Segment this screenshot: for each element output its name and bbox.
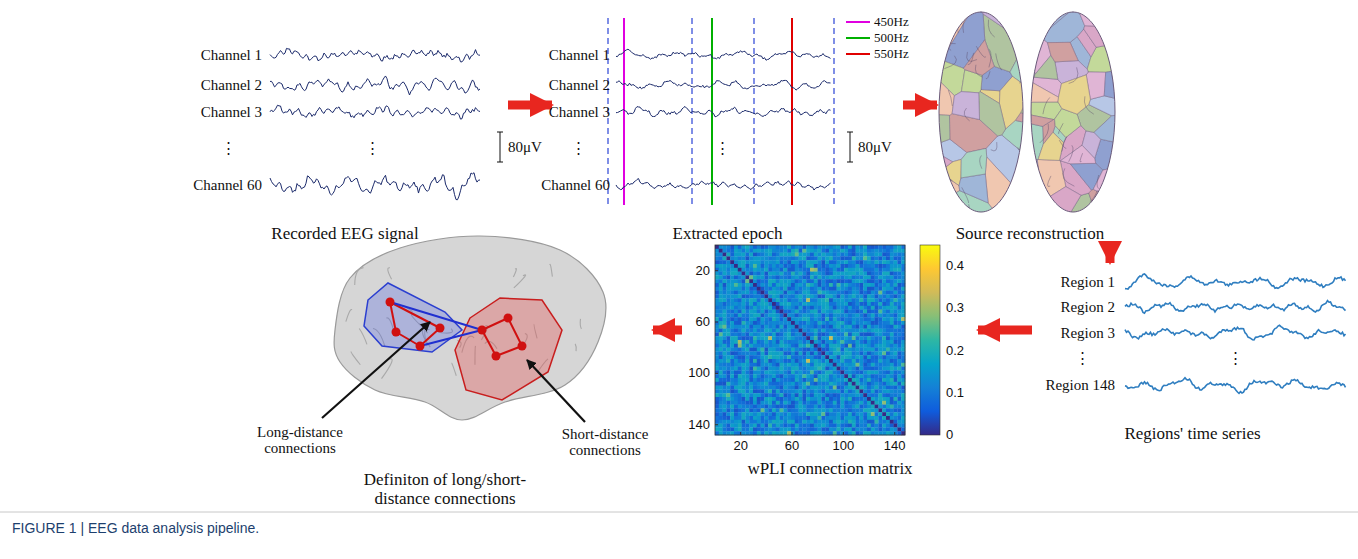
axis-label: 140 [884, 438, 906, 454]
signal-trace [270, 173, 480, 200]
axis-label: 20 [733, 438, 747, 454]
legend-label: 450Hz [874, 14, 909, 30]
axis-label: 80μV [508, 139, 542, 155]
pipeline-panel: wPLI connection matrix [685, 240, 975, 478]
signal-trace [1125, 325, 1346, 340]
scale-bar [497, 132, 503, 162]
flow-arrow [508, 101, 552, 110]
panel-caption: Regions' time series [1063, 424, 1323, 443]
axis-label: Channel 1 [201, 47, 262, 63]
brain-top-view [932, 7, 1122, 221]
panel-caption: Source reconstruction [930, 224, 1130, 243]
pipeline-panel: Definiton of long/short-distance connect… [240, 240, 650, 508]
axis-label: Region 1 [1060, 274, 1115, 290]
legend-sample [846, 21, 870, 23]
axis-label: ⋮ [1075, 350, 1090, 366]
axis-label: 20 [696, 263, 710, 279]
panel-caption: wPLI connection matrix [700, 459, 960, 478]
axis-label: 60 [696, 314, 710, 330]
signal-trace [616, 49, 831, 60]
legend-label: 500Hz [874, 30, 909, 46]
epoch-bound [753, 18, 754, 205]
brain-lateral-view [322, 236, 606, 422]
axis-label: 0.1 [946, 385, 964, 401]
callout-label: Long-distance connections [243, 424, 358, 456]
signal-trace [616, 106, 831, 116]
hemisphere-outline [1031, 12, 1115, 212]
axis-label: 100 [833, 438, 855, 454]
color-bar [920, 245, 940, 435]
axis-label: Region 2 [1060, 299, 1115, 315]
signal-trace [616, 179, 831, 190]
rule [0, 512, 1358, 513]
flow-arrow [1106, 245, 1115, 263]
figure-caption: FIGURE 1 | EEG data analysis pipeline. [12, 520, 259, 536]
scale-bar [847, 132, 853, 162]
pipeline-panel: Source reconstruction [940, 5, 1120, 243]
axis-label: ⋮ [715, 140, 730, 156]
hemisphere-outline [939, 12, 1023, 212]
legend-sample [846, 37, 870, 39]
stimulus-marker [623, 18, 625, 205]
axis-label: 80μV [858, 139, 892, 155]
axis-label: ⋮ [221, 140, 236, 156]
axis-label: 0.3 [946, 300, 964, 316]
flow-arrow [653, 326, 682, 335]
axis-label: 60 [785, 438, 799, 454]
epoch-bound [833, 18, 834, 205]
axis-label: 0.2 [946, 343, 964, 359]
axis-label: ⋮ [365, 140, 380, 156]
epoch-eeg [608, 18, 834, 205]
signal-trace [616, 80, 831, 90]
region-traces [1125, 274, 1346, 393]
signal-trace [1125, 274, 1346, 289]
axis-label: ⋮ [571, 140, 586, 156]
axis-label: Channel 2 [549, 77, 610, 93]
axis-label: Region 3 [1060, 325, 1115, 341]
axis-label: Channel 1 [549, 47, 610, 63]
signal-trace [1125, 378, 1346, 394]
signal-trace [270, 48, 480, 62]
axis-label: ⋮ [1228, 350, 1243, 366]
connection-matrix [715, 245, 905, 435]
flow-arrow [978, 326, 1032, 335]
callout-label: Short-distance connections [548, 426, 663, 458]
axis-label: Channel 3 [549, 104, 610, 120]
axis-label: 100 [688, 365, 710, 381]
axis-label: 0.4 [946, 258, 964, 274]
axis-label: Region 148 [1045, 377, 1115, 393]
axis-label: Channel 2 [201, 77, 262, 93]
legend-label: 550Hz [874, 46, 909, 62]
signal-trace [1125, 301, 1346, 314]
panel-caption: Definiton of long/short-distance connect… [345, 470, 545, 508]
raw-eeg [270, 48, 480, 199]
axis-label: Channel 3 [201, 104, 262, 120]
signal-trace [270, 105, 480, 119]
axis-label: Channel 60 [541, 177, 610, 193]
axis-label: 0 [946, 427, 953, 443]
axis-label: Channel 60 [193, 177, 262, 193]
flow-arrow [903, 101, 937, 110]
signal-trace [270, 76, 480, 95]
axis-label: 140 [688, 417, 710, 433]
panel-caption: Recorded EEG signal [215, 224, 475, 243]
panel-caption: Extracted epoch [598, 224, 858, 243]
legend-sample [846, 53, 870, 55]
